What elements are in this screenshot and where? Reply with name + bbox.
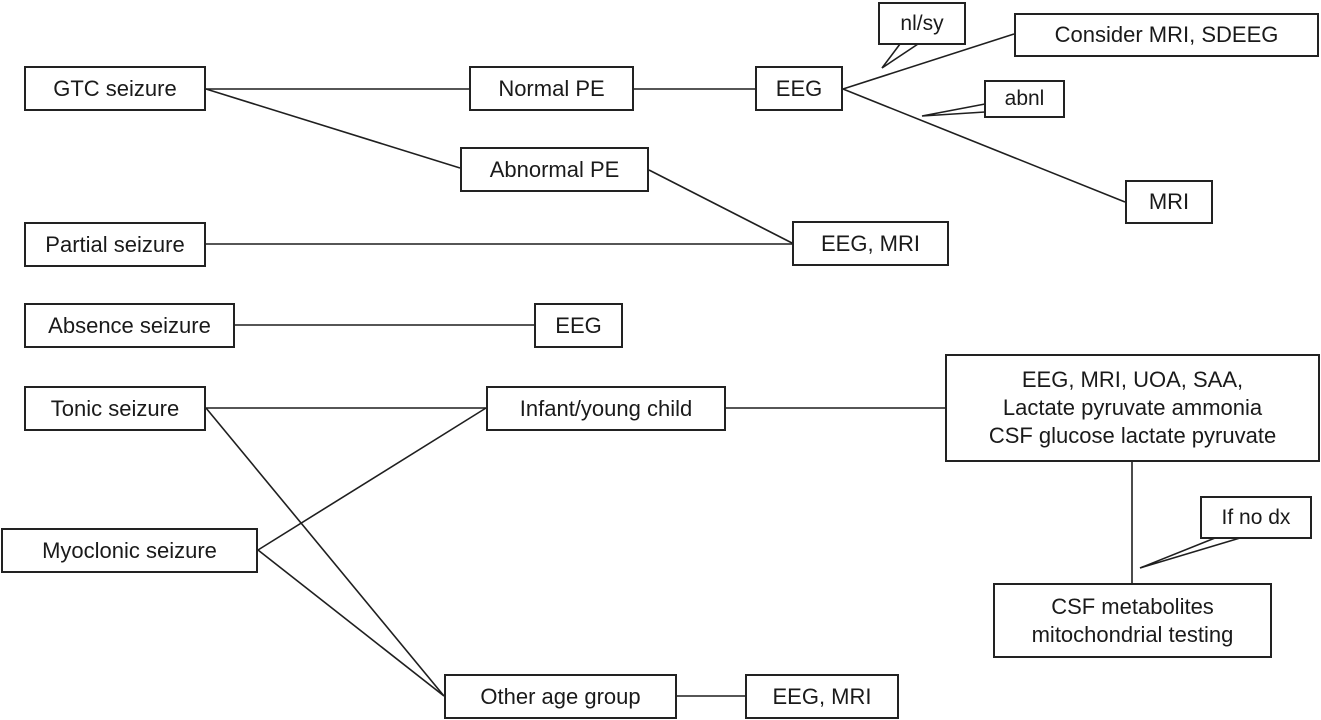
- infant-young-child-label: Infant/young child: [519, 395, 693, 421]
- abnormal-pe-label: Abnormal PE: [489, 156, 620, 182]
- partial-seizure-label: Partial seizure: [45, 231, 185, 257]
- link-myoclonic-otherage: [257, 549, 445, 697]
- tonic-seizure-label: Tonic seizure: [50, 395, 180, 421]
- callout-pointer-nl-sy: [881, 43, 919, 69]
- if-no-dx-callout: If no dx: [1200, 496, 1312, 539]
- normal-pe-node: Normal PE: [469, 66, 634, 111]
- absence-eeg-label: EEG: [555, 312, 602, 338]
- csf-metabolites-line-2: mitochondrial testing: [1031, 621, 1234, 647]
- workup-line-3: CSF glucose lactate pyruvate: [988, 423, 1277, 448]
- abnl-callout: abnl: [984, 80, 1065, 118]
- consider-mri-sdeeg-label: Consider MRI, SDEEG: [1054, 22, 1279, 47]
- link-abnormalpe-eegmri: [648, 169, 793, 244]
- csf-metabolites-line-1: CSF metabolites: [1051, 593, 1214, 619]
- myoclonic-seizure-label: Myoclonic seizure: [42, 537, 217, 563]
- link-myoclonic-infant: [257, 407, 487, 551]
- absence-seizure-node: Absence seizure: [24, 303, 235, 348]
- eeg-mri-node: EEG, MRI: [792, 221, 949, 266]
- callout-pointer-abnl: [921, 103, 986, 117]
- callout-pointer-if-no-dx: [1139, 537, 1241, 569]
- myoclonic-seizure-node: Myoclonic seizure: [1, 528, 258, 573]
- bottom-eeg-mri-node: EEG, MRI: [745, 674, 899, 719]
- csf-metabolites-node: CSF metabolites mitochondrial testing: [993, 583, 1272, 658]
- link-eeg-mri: [842, 88, 1126, 203]
- if-no-dx-label: If no dx: [1221, 505, 1291, 529]
- metabolic-workup-node: EEG, MRI, UOA, SAA, Lactate pyruvate amm…: [945, 354, 1320, 462]
- other-age-group-node: Other age group: [444, 674, 677, 719]
- link-gtc-abnormalpe: [205, 88, 461, 169]
- abnormal-pe-node: Abnormal PE: [460, 147, 649, 192]
- eeg-label: EEG: [775, 75, 823, 101]
- tonic-seizure-node: Tonic seizure: [24, 386, 206, 431]
- absence-seizure-label: Absence seizure: [48, 312, 211, 338]
- abnl-label: abnl: [1004, 87, 1045, 110]
- workup-line-1: EEG, MRI, UOA, SAA,: [1021, 367, 1244, 392]
- mri-node: MRI: [1125, 180, 1213, 224]
- infant-young-child-node: Infant/young child: [486, 386, 726, 431]
- link-tonic-otherage: [205, 407, 445, 697]
- link-eeg-consider: [842, 33, 1015, 90]
- nl-sy-callout: nl/sy: [878, 2, 966, 45]
- partial-seizure-node: Partial seizure: [24, 222, 206, 267]
- other-age-group-label: Other age group: [480, 683, 641, 709]
- gtc-seizure-node: GTC seizure: [24, 66, 206, 111]
- workup-line-2: Lactate pyruvate ammonia: [1002, 395, 1263, 420]
- normal-pe-label: Normal PE: [498, 75, 605, 101]
- gtc-seizure-label: GTC seizure: [53, 75, 177, 101]
- eeg-node: EEG: [755, 66, 843, 111]
- bottom-eeg-mri-label: EEG, MRI: [772, 683, 872, 709]
- consider-mri-sdeeg-node: Consider MRI, SDEEG: [1014, 13, 1319, 57]
- absence-eeg-node: EEG: [534, 303, 623, 348]
- nl-sy-label: nl/sy: [900, 11, 944, 35]
- mri-label: MRI: [1148, 189, 1190, 214]
- eeg-mri-label: EEG, MRI: [820, 230, 920, 256]
